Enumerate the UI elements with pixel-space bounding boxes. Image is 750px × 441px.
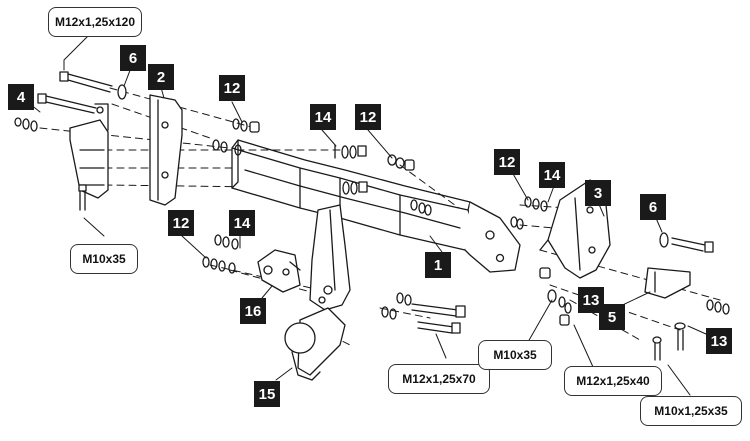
part-badge-13-mid: 13 <box>578 287 604 313</box>
center-bolts <box>381 292 466 334</box>
bolt-spec-m10x35-right: M10x35 <box>478 340 552 370</box>
small-bracket <box>644 267 691 299</box>
bolt-spec-m10x1-25x35: M10x1,25x35 <box>640 396 742 426</box>
part-badge-2: 2 <box>148 64 174 90</box>
part-badge-6-left: 6 <box>120 45 146 71</box>
part-badge-12-top-left: 12 <box>219 75 245 101</box>
part-badge-14-lower: 14 <box>229 210 255 236</box>
part-badge-12-top-mid: 12 <box>355 104 381 130</box>
part-badge-14-top: 14 <box>310 104 336 130</box>
mid-washers <box>387 154 432 216</box>
ball-carrier-bracket <box>284 204 351 381</box>
top-bolts <box>334 144 368 195</box>
bolt-spec-m12x1-25x70: M12x1,25x70 <box>388 364 490 394</box>
long-bolt <box>59 71 127 100</box>
left-bracket <box>69 103 109 199</box>
bolt-spec-m10x35-left: M10x35 <box>70 244 138 274</box>
part-badge-12-lower-left: 12 <box>168 210 194 236</box>
part-badge-1: 1 <box>425 252 451 278</box>
part-badge-12-right: 12 <box>494 149 520 175</box>
left-nuts <box>14 117 260 156</box>
part-badge-3: 3 <box>585 180 611 206</box>
main-cross-bar <box>231 139 521 273</box>
left-side-bracket <box>149 94 183 206</box>
part-badge-14-right: 14 <box>539 162 565 188</box>
bolt-spec-m12x1-25x40: M12x1,25x40 <box>564 366 662 396</box>
bolt-part4 <box>37 93 97 114</box>
bolt-spec-m12x1-25x120: M12x1,25x120 <box>48 7 142 37</box>
right-washers <box>510 196 730 361</box>
part-badge-16: 16 <box>240 298 266 324</box>
socket-plate <box>257 249 301 293</box>
part-badge-13-right: 13 <box>706 328 732 354</box>
right-long-bolt <box>659 232 714 253</box>
bolt-m10x35-left <box>78 184 87 211</box>
part-badge-15: 15 <box>254 381 280 407</box>
part-badge-6-right: 6 <box>640 194 666 220</box>
part-badge-4: 4 <box>8 84 34 110</box>
part-badge-5: 5 <box>599 304 625 330</box>
lower-left-washers <box>202 234 239 274</box>
